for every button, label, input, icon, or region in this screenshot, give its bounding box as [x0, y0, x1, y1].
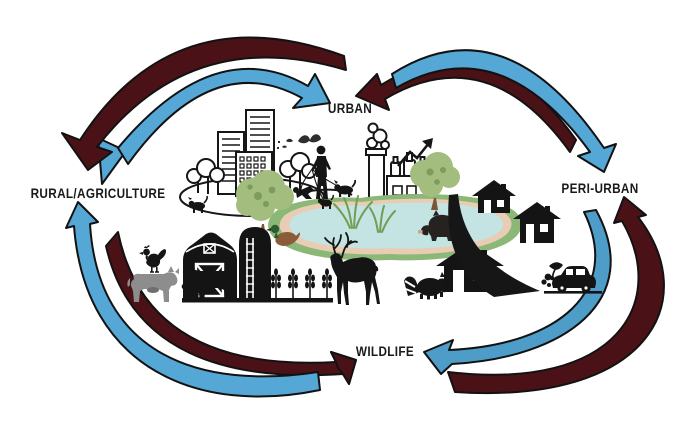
green-tree-right-icon — [410, 152, 460, 210]
park-dog-icon — [188, 195, 208, 213]
dog-icon — [334, 179, 357, 197]
green-tree-left-icon — [236, 170, 294, 238]
duck-icon — [266, 224, 300, 246]
silo-icon — [239, 227, 271, 300]
exhaust-icon — [541, 273, 552, 287]
label-rural-agriculture: RURAL/AGRICULTURE — [30, 185, 166, 201]
black-cow-icon — [181, 263, 237, 302]
house-icon — [513, 202, 561, 243]
arrow-periurban-to-urban-maroon — [355, 60, 577, 153]
dog-icon — [317, 194, 334, 209]
arrow-wildlife-to-periurban-maroon — [447, 196, 665, 395]
arrow-rural-to-wildlife-maroon-head — [330, 351, 357, 385]
house-icon — [472, 180, 516, 213]
arrow-wildlife-to-rural-blue — [65, 201, 321, 398]
park-trees-icon — [186, 152, 317, 194]
road — [448, 194, 540, 297]
label-wildlife: WILDLIFE — [355, 343, 415, 359]
wheat-icon — [271, 268, 332, 299]
arrow-urban-to-periurban-blue — [391, 49, 617, 173]
leaf-icon — [549, 262, 563, 281]
arrow-urban-to-rural-maroon — [61, 36, 347, 171]
label-urban: URBAN — [327, 100, 373, 116]
person-walking-dogs-icon — [293, 145, 357, 209]
label-peri-urban: PERI-URBAN — [561, 180, 639, 196]
dog-icon — [293, 186, 314, 199]
birds-icon — [277, 134, 321, 149]
trend-arrow-icon — [397, 138, 433, 167]
car-icon — [541, 266, 602, 294]
gray-cow-icon — [127, 266, 179, 302]
chicken-icon — [139, 245, 166, 273]
reeds-icon — [333, 195, 396, 233]
deer-icon — [324, 232, 380, 305]
